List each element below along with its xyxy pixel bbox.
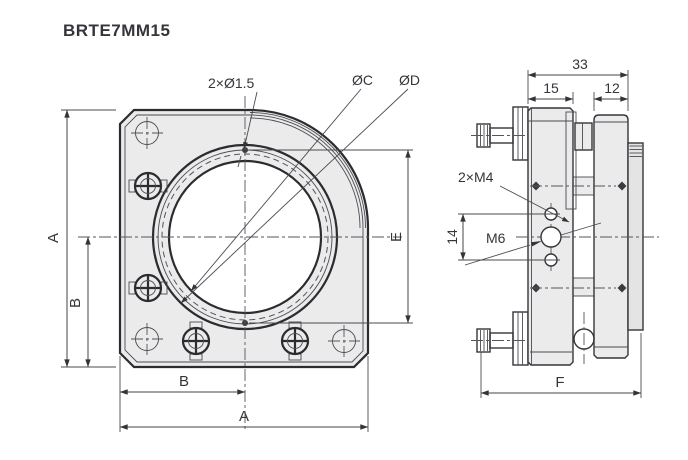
label-height-b: B	[67, 298, 84, 308]
label-width-b: B	[179, 373, 189, 390]
dim-back-plate-thickness: 12	[593, 80, 629, 111]
back-plate-profile	[593, 114, 629, 359]
corner-hole	[328, 325, 360, 357]
label-small-holes: 2×Ø1.5	[208, 75, 255, 91]
dim-m4-spacing: 14	[444, 213, 544, 261]
diamond-marks	[530, 181, 627, 293]
side-view: 33 15 12 14 2×M4 M6	[444, 56, 659, 398]
corner-holes	[131, 117, 360, 357]
label-m4-holes: 2×M4	[458, 169, 494, 185]
callout-diameter-d: ØD	[180, 72, 420, 304]
front-centerlines	[78, 96, 402, 432]
label-front-plate-thickness: 15	[543, 80, 559, 96]
bottom-adjustment-knob	[471, 311, 537, 366]
lock-nut	[574, 122, 593, 151]
label-width-a: A	[239, 408, 249, 425]
clamp-screw-left-top	[128, 171, 168, 201]
retaining-ring	[627, 142, 644, 331]
clamp-screw-bottom-right	[280, 321, 310, 361]
m6-hole	[540, 226, 562, 248]
label-overall-thickness: 33	[572, 56, 588, 72]
side-holes	[516, 203, 659, 271]
label-diameter-d: ØD	[399, 72, 420, 88]
callout-m6-hole: M6	[464, 222, 602, 266]
corner-hole	[131, 323, 163, 355]
callout-diameter-c: ØC	[190, 72, 373, 292]
label-m6-hole: M6	[486, 230, 506, 246]
dim-overall-thickness: 33	[527, 56, 629, 111]
dim-front-plate-thickness: 15	[527, 80, 574, 104]
clamp-screw-bottom-left	[181, 321, 211, 361]
front-view: A B B A E 2×Ø1.5	[45, 72, 420, 432]
label-spacing-e: E	[388, 232, 405, 242]
dim-height-a: A	[45, 109, 116, 368]
back-plate-side	[593, 114, 644, 359]
dim-width-a: A	[119, 356, 369, 432]
clamp-screw-left-bottom	[128, 273, 168, 303]
label-m4-spacing: 14	[444, 229, 460, 245]
label-overall-depth: F	[555, 374, 564, 391]
corner-hole	[131, 117, 163, 149]
callout-small-holes: 2×Ø1.5	[208, 75, 258, 168]
clamp-screws	[128, 171, 310, 361]
dim-spacing-e: E	[249, 149, 413, 324]
dim-overall-depth: F	[480, 333, 642, 398]
clamp-strip	[565, 111, 577, 210]
page-title: BRTE7MM15	[63, 21, 170, 40]
label-back-plate-thickness: 12	[604, 80, 620, 96]
label-height-a: A	[45, 233, 62, 243]
dim-width-b: B	[119, 356, 246, 432]
dim-height-b: B	[67, 236, 91, 368]
callout-m4-holes: 2×M4	[458, 169, 570, 223]
label-diameter-c: ØC	[352, 72, 373, 88]
top-adjustment-knob	[471, 106, 537, 161]
ball-plunger	[573, 312, 595, 364]
